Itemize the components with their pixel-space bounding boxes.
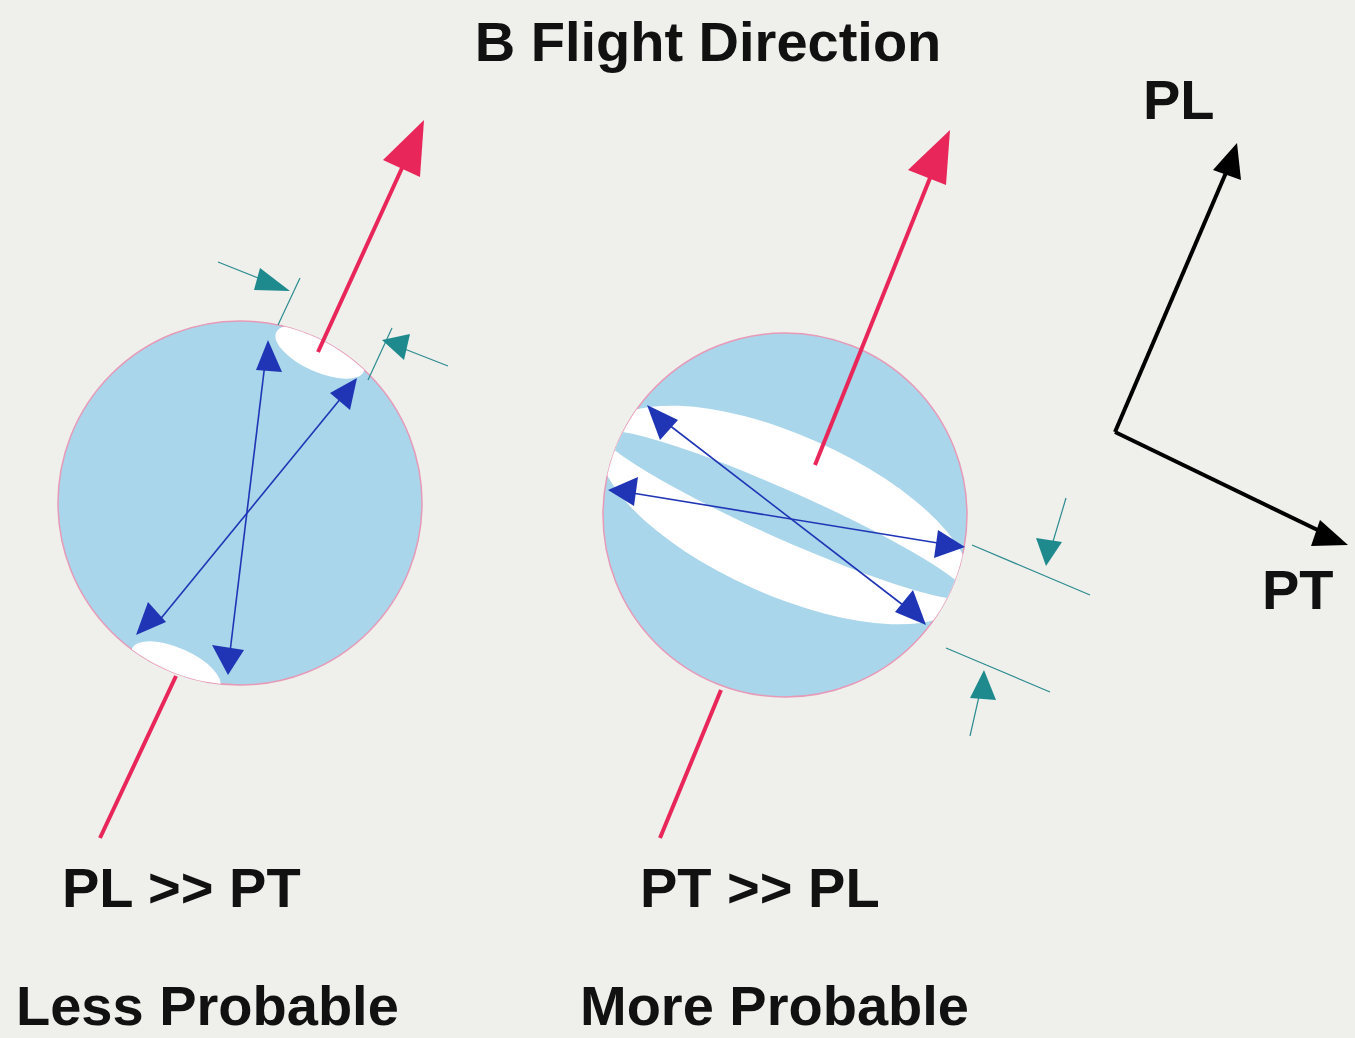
sphere-more-probable (570, 333, 1000, 697)
sphere-less-probable (58, 314, 422, 706)
condition-label: PT >> PL (640, 860, 880, 916)
axis-label: PT (1262, 562, 1334, 618)
dimension-arrows (946, 498, 1090, 736)
axis-label: PL (1143, 72, 1215, 128)
momentum-axes (1115, 143, 1348, 546)
probability-label: More Probable (580, 978, 969, 1034)
dimension-arrows (218, 262, 448, 380)
condition-label: PL >> PT (62, 860, 301, 916)
flight-arrow (100, 120, 424, 838)
title: B Flight Direction (475, 14, 942, 70)
flight-arrow (660, 130, 950, 838)
probability-label: Less Probable (16, 978, 399, 1034)
